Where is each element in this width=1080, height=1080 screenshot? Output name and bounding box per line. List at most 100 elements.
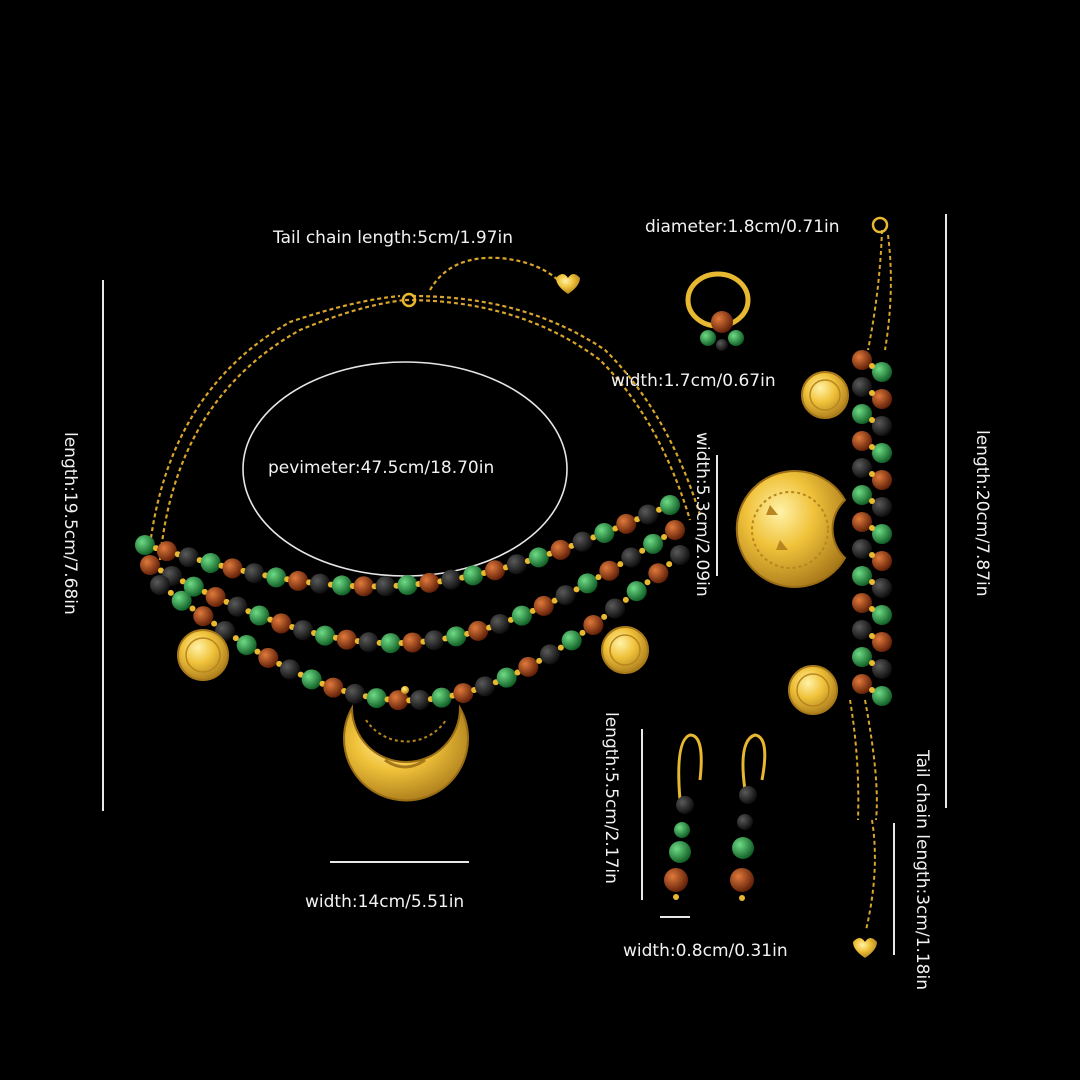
necklace-coin-left — [177, 629, 229, 681]
necklace-perimeter-label: pevimeter:47.5cm/18.70in — [268, 458, 495, 478]
necklace-beads — [135, 495, 690, 711]
necklace-bead — [150, 575, 170, 595]
necklace-bead — [555, 585, 576, 606]
necklace-bead — [485, 560, 505, 581]
bracelet-spacer — [869, 363, 875, 369]
necklace-bead — [288, 570, 309, 591]
bracelet-tail-chain-label: Tail chain length:3cm/1.18in — [912, 750, 932, 990]
necklace-bead — [244, 563, 265, 584]
necklace-bead — [665, 520, 685, 540]
necklace-bead — [388, 690, 409, 711]
necklace-bead — [626, 581, 647, 602]
necklace-spacer — [644, 579, 651, 586]
bracelet-spacer — [869, 660, 875, 666]
necklace-bead — [331, 575, 352, 596]
bracelet-bead — [852, 458, 872, 478]
bracelet-spacer — [869, 471, 875, 477]
necklace-bead — [446, 626, 467, 647]
earring-width-rule — [660, 916, 690, 918]
necklace-bead — [670, 545, 690, 565]
bracelet-bead — [852, 404, 872, 424]
necklace-bead — [550, 539, 571, 560]
bracelet-coin-bottom — [788, 665, 838, 715]
bracelet-bead — [852, 485, 872, 505]
bracelet-spacer — [869, 444, 875, 450]
ring — [685, 271, 751, 351]
ring-width-label: width:1.7cm/0.67in — [611, 371, 776, 391]
bracelet-bead — [872, 578, 892, 598]
necklace-bead — [402, 632, 423, 653]
bracelet-bead — [872, 524, 892, 544]
bracelet-spacer — [869, 687, 875, 693]
bracelet-spacer — [869, 498, 875, 504]
bracelet-bead — [872, 470, 892, 490]
earring-length-rule — [641, 729, 643, 900]
necklace-spacer — [254, 648, 261, 655]
necklace-bead — [431, 687, 452, 708]
bracelet-crescent-pendant — [735, 470, 847, 588]
necklace-spacer — [276, 660, 283, 667]
bracelet-bead — [872, 362, 892, 382]
necklace-length-rule — [102, 280, 104, 811]
necklace-bead — [511, 605, 532, 626]
necklace-bead — [266, 567, 287, 588]
necklace-spacer — [157, 567, 164, 574]
necklace-spacer — [622, 596, 629, 603]
bracelet-spacer — [869, 525, 875, 531]
necklace-tail-chain-label: Tail chain length:5cm/1.97in — [273, 228, 513, 248]
necklace-bead — [280, 659, 300, 680]
necklace-bead — [193, 606, 214, 627]
bracelet-tail-rule — [893, 823, 895, 955]
necklace-bead — [310, 573, 330, 594]
necklace-spacer — [179, 578, 186, 585]
necklace-bead — [540, 644, 560, 665]
necklace-bead — [380, 633, 401, 654]
bracelet-bead — [872, 416, 892, 436]
ring-diameter-label: diameter:1.8cm/0.71in — [645, 217, 840, 237]
bracelet-bead — [872, 443, 892, 463]
necklace-bead — [453, 683, 474, 704]
necklace-spacer — [579, 629, 586, 636]
necklace-bead — [660, 495, 680, 515]
necklace-coin-right — [601, 626, 649, 674]
necklace-bead — [271, 613, 292, 634]
earring-right — [730, 733, 767, 901]
necklace-bead — [648, 563, 669, 584]
bracelet-bead — [852, 512, 872, 532]
necklace-bead — [301, 669, 322, 690]
necklace-bead — [222, 558, 243, 579]
necklace-spacer — [167, 589, 174, 596]
necklace-bead — [397, 575, 418, 595]
bracelet-bead — [852, 431, 872, 451]
bracelet-length-label: length:20cm/7.87in — [972, 430, 992, 597]
necklace-length-label: length:19.5cm/7.68in — [60, 432, 80, 615]
pendant-width-rule — [716, 455, 718, 576]
bracelet-bead — [872, 605, 892, 625]
necklace-bead — [353, 576, 374, 597]
bracelet-bead — [872, 497, 892, 517]
necklace-chain — [148, 256, 702, 561]
necklace-bead — [315, 625, 335, 646]
necklace-spacer — [514, 669, 521, 676]
necklace-bead — [323, 677, 344, 698]
necklace-bead — [475, 676, 495, 697]
bracelet-spacer — [869, 606, 875, 612]
bracelet-spacer — [869, 417, 875, 423]
necklace-bead — [293, 620, 314, 641]
necklace-spacer — [201, 588, 208, 595]
necklace-bead — [410, 690, 430, 710]
bracelet-bead — [852, 350, 872, 370]
bracelet-bead — [852, 647, 872, 667]
necklace-bead — [490, 613, 510, 634]
bracelet-bead — [852, 674, 872, 694]
necklace-bead — [577, 573, 598, 594]
necklace-bead — [156, 541, 177, 562]
necklace-spacer — [601, 613, 608, 620]
necklace-spacer — [595, 574, 602, 581]
necklace-bead — [533, 595, 554, 616]
necklace-bead — [375, 576, 396, 597]
necklace-bead — [605, 598, 625, 619]
necklace-bead — [594, 522, 615, 543]
